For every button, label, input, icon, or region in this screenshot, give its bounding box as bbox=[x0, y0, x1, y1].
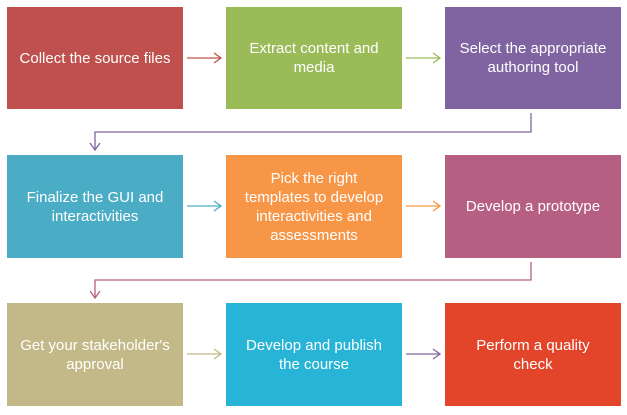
arrow-pick-to-prototype bbox=[406, 200, 442, 212]
arrow-extract-to-select bbox=[406, 52, 442, 64]
step-pick-templates: Pick the right templates to develop inte… bbox=[226, 155, 402, 258]
step-label: Pick the right templates to develop inte… bbox=[244, 169, 384, 244]
step-label: Develop a prototype bbox=[465, 198, 601, 215]
step-label: Get your stakeholder's approval bbox=[20, 336, 170, 373]
step-stakeholder-approval: Get your stakeholder's approval bbox=[7, 303, 183, 406]
step-label: Collect the source files bbox=[19, 49, 171, 67]
arrow-publish-to-quality bbox=[406, 348, 442, 360]
arrow-finalize-to-pick bbox=[187, 200, 223, 212]
step-develop-publish: Develop and publish the course bbox=[226, 303, 402, 406]
step-select-authoring-tool: Select the appropriate authoring tool bbox=[445, 7, 621, 109]
step-quality-check: Perform a quality check bbox=[445, 303, 621, 406]
step-finalize-gui: Finalize the GUI and interactivities bbox=[7, 155, 183, 258]
step-extract-content: Extract content and media bbox=[226, 7, 402, 109]
arrow-prototype-to-approval bbox=[89, 262, 532, 300]
step-label: Select the appropriate authoring tool bbox=[459, 40, 607, 76]
arrow-approval-to-publish bbox=[187, 348, 223, 360]
step-collect-source-files: Collect the source files bbox=[7, 7, 183, 109]
arrow-select-to-finalize bbox=[89, 113, 532, 152]
step-label: Develop and publish the course bbox=[246, 336, 382, 373]
arrow-collect-to-extract bbox=[187, 52, 223, 64]
step-label: Finalize the GUI and interactivities bbox=[26, 188, 164, 225]
step-develop-prototype: Develop a prototype bbox=[445, 155, 621, 258]
step-label: Perform a quality check bbox=[476, 336, 590, 373]
step-label: Extract content and media bbox=[249, 40, 379, 76]
